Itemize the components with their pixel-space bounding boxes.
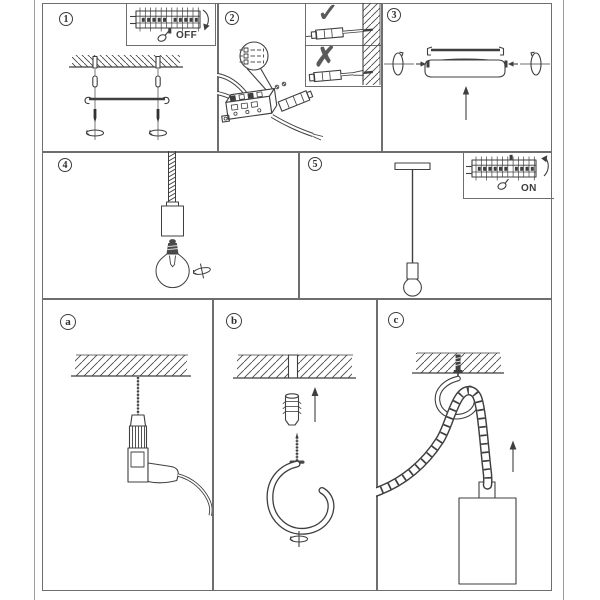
up-arrow-icon — [462, 86, 470, 120]
panel-step-4-illustration — [155, 151, 211, 289]
magnifier-detail — [239, 41, 274, 93]
cover-screw-icon — [274, 81, 287, 90]
cross-icon: ✗ — [313, 42, 337, 72]
grid-line — [212, 298, 214, 591]
wall-plug-icon — [282, 393, 302, 426]
panel-step-2-illustration — [217, 3, 381, 141]
light-bulb-icon — [155, 239, 190, 289]
up-arrow-icon — [509, 440, 517, 472]
canopy-drum — [424, 58, 506, 78]
mounting-bracket — [84, 96, 170, 105]
ceiling-hatch-with-hole — [233, 354, 356, 379]
up-arrow-icon — [311, 387, 319, 422]
braided-cord — [376, 386, 493, 497]
pendant-lamp — [394, 162, 431, 297]
drill-icon — [127, 377, 179, 484]
terminal-block — [221, 87, 278, 123]
ceiling-hatch — [71, 354, 191, 377]
instruction-grid-border — [42, 3, 552, 591]
panel-step-3-illustration — [384, 46, 550, 120]
correct-connection-drawing — [306, 27, 373, 40]
grid-line — [42, 298, 552, 300]
lamp-socket — [161, 205, 184, 237]
panel-step-c-illustration — [376, 352, 517, 585]
screw-arrow-left — [416, 60, 430, 68]
panel-step-5-illustration — [394, 154, 549, 297]
step-label-b: b — [226, 313, 242, 329]
ceiling-anchor-hole — [92, 55, 161, 69]
screw-arrow-right — [504, 60, 518, 68]
step-label-4: 4 — [58, 158, 72, 172]
hand-icon — [497, 178, 509, 190]
grid-line — [298, 151, 300, 298]
step-label-a: a — [60, 314, 76, 330]
mounting-bracket — [426, 46, 505, 56]
screw-rotation-icon — [85, 129, 168, 137]
wall-hatch-strip — [362, 3, 381, 85]
panel-step-1-illustration — [69, 7, 210, 140]
hook-rotation-icon — [289, 531, 309, 547]
panel-step-a-illustration — [71, 354, 212, 516]
ceiling-hook-icon — [266, 432, 335, 535]
hand-icon — [157, 30, 170, 42]
incorrect-connection-drawing — [308, 69, 373, 83]
lamp-socket — [458, 481, 517, 585]
page-edge-line-right — [563, 0, 564, 600]
ceiling-hatch — [69, 55, 183, 68]
circuit-breaker-strip — [130, 7, 210, 42]
screw-rotation-icon-right — [520, 51, 550, 76]
panel-step-b-illustration — [233, 354, 356, 547]
grid-line — [42, 151, 552, 153]
step-label-2: 2 — [225, 11, 239, 25]
circuit-breaker-strip — [466, 154, 549, 190]
drill-power-cord — [177, 473, 212, 516]
power-off-inset-box — [126, 4, 216, 46]
grid-line — [376, 298, 378, 591]
terminal-block-cover — [277, 90, 314, 112]
wall-plug-icon — [92, 75, 161, 88]
coiled-cord — [166, 151, 179, 207]
output-cable — [270, 114, 324, 141]
power-on-label: ON — [521, 183, 537, 194]
switch-down-arrow-icon — [202, 9, 210, 31]
grid-line — [381, 3, 383, 151]
screw-icon — [93, 109, 160, 123]
step-label-5: 5 — [308, 157, 322, 171]
screw-rotation-icon-left — [384, 51, 414, 76]
power-off-label: OFF — [176, 30, 198, 41]
wiring-inset-divider — [305, 45, 381, 47]
check-icon: ✓ — [317, 0, 339, 27]
step-label-c: c — [388, 312, 404, 328]
page-edge-line-left — [34, 0, 35, 600]
power-on-inset-box — [463, 152, 554, 199]
step-label-1: 1 — [59, 12, 73, 26]
bulb-rotation-icon — [192, 263, 211, 279]
switch-up-arrow-icon — [541, 155, 549, 177]
step-label-3: 3 — [387, 8, 401, 22]
